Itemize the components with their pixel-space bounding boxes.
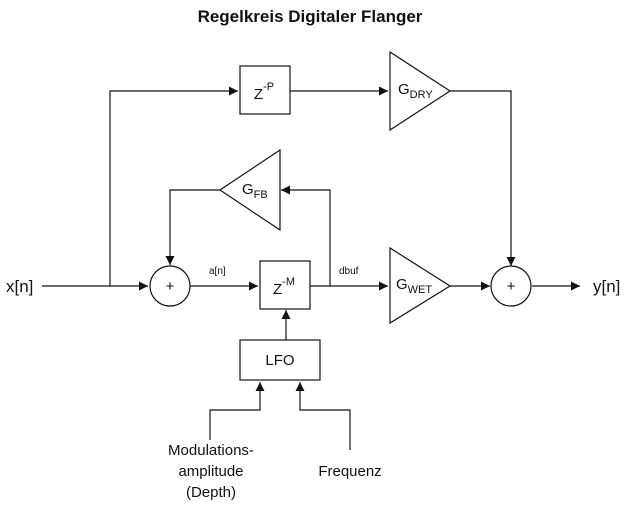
wire-feedback-tap xyxy=(281,185,331,286)
svg-text:GWET: GWET xyxy=(396,276,432,296)
svg-text:GDRY: GDRY xyxy=(398,81,433,101)
mod-amplitude-line3: (Depth) xyxy=(186,484,236,501)
gain-wet-amplifier: GWET xyxy=(389,246,452,325)
diagram-title: Regelkreis Digitaler Flanger xyxy=(198,7,423,26)
adder-output: + xyxy=(490,265,532,307)
dry-delay-exponent: -P xyxy=(263,81,274,93)
gain-dry-sub: DRY xyxy=(410,89,434,101)
adder-feedback-symbol: + xyxy=(166,278,175,295)
wire-gdry-to-adder2 xyxy=(450,90,516,266)
mod-amplitude-line2: amplitude xyxy=(178,463,243,480)
wet-delay-block: Z-M xyxy=(259,260,311,310)
mod-amplitude-line1: Modulations- xyxy=(168,442,254,459)
adder-feedback: + xyxy=(149,265,191,307)
svg-text:Z-P: Z-P xyxy=(254,81,274,103)
svg-text:GFB: GFB xyxy=(242,181,268,201)
gain-wet-sub: WET xyxy=(408,284,433,296)
gain-wet-base: G xyxy=(396,276,408,293)
wire-gfb-to-adder1 xyxy=(165,189,220,265)
lfo-label: LFO xyxy=(265,352,294,369)
output-label: y[n] xyxy=(593,277,620,296)
wet-delay-base: Z xyxy=(273,281,282,298)
wire-depth-to-lfo xyxy=(209,382,265,440)
adder-output-symbol: + xyxy=(507,278,516,295)
gain-fb-base: G xyxy=(242,181,254,198)
lfo-block: LFO xyxy=(239,339,321,381)
gain-dry-amplifier: GDRY xyxy=(389,50,452,132)
signal-dbuf-label: dbuf xyxy=(339,266,359,277)
frequency-label: Frequenz xyxy=(318,463,381,480)
svg-text:Z-M: Z-M xyxy=(273,276,295,298)
gain-feedback-amplifier: GFB xyxy=(218,148,281,232)
wire-frequency-to-lfo xyxy=(295,382,351,450)
dry-delay-block: Z-P xyxy=(239,65,291,115)
gain-dry-base: G xyxy=(398,81,410,98)
wet-delay-exponent: -M xyxy=(282,276,295,288)
signal-a-label: a[n] xyxy=(209,266,226,277)
input-label: x[n] xyxy=(6,277,33,296)
gain-fb-sub: FB xyxy=(254,189,268,201)
dry-delay-base: Z xyxy=(254,86,263,103)
wire-input-to-dry-delay xyxy=(109,86,238,286)
